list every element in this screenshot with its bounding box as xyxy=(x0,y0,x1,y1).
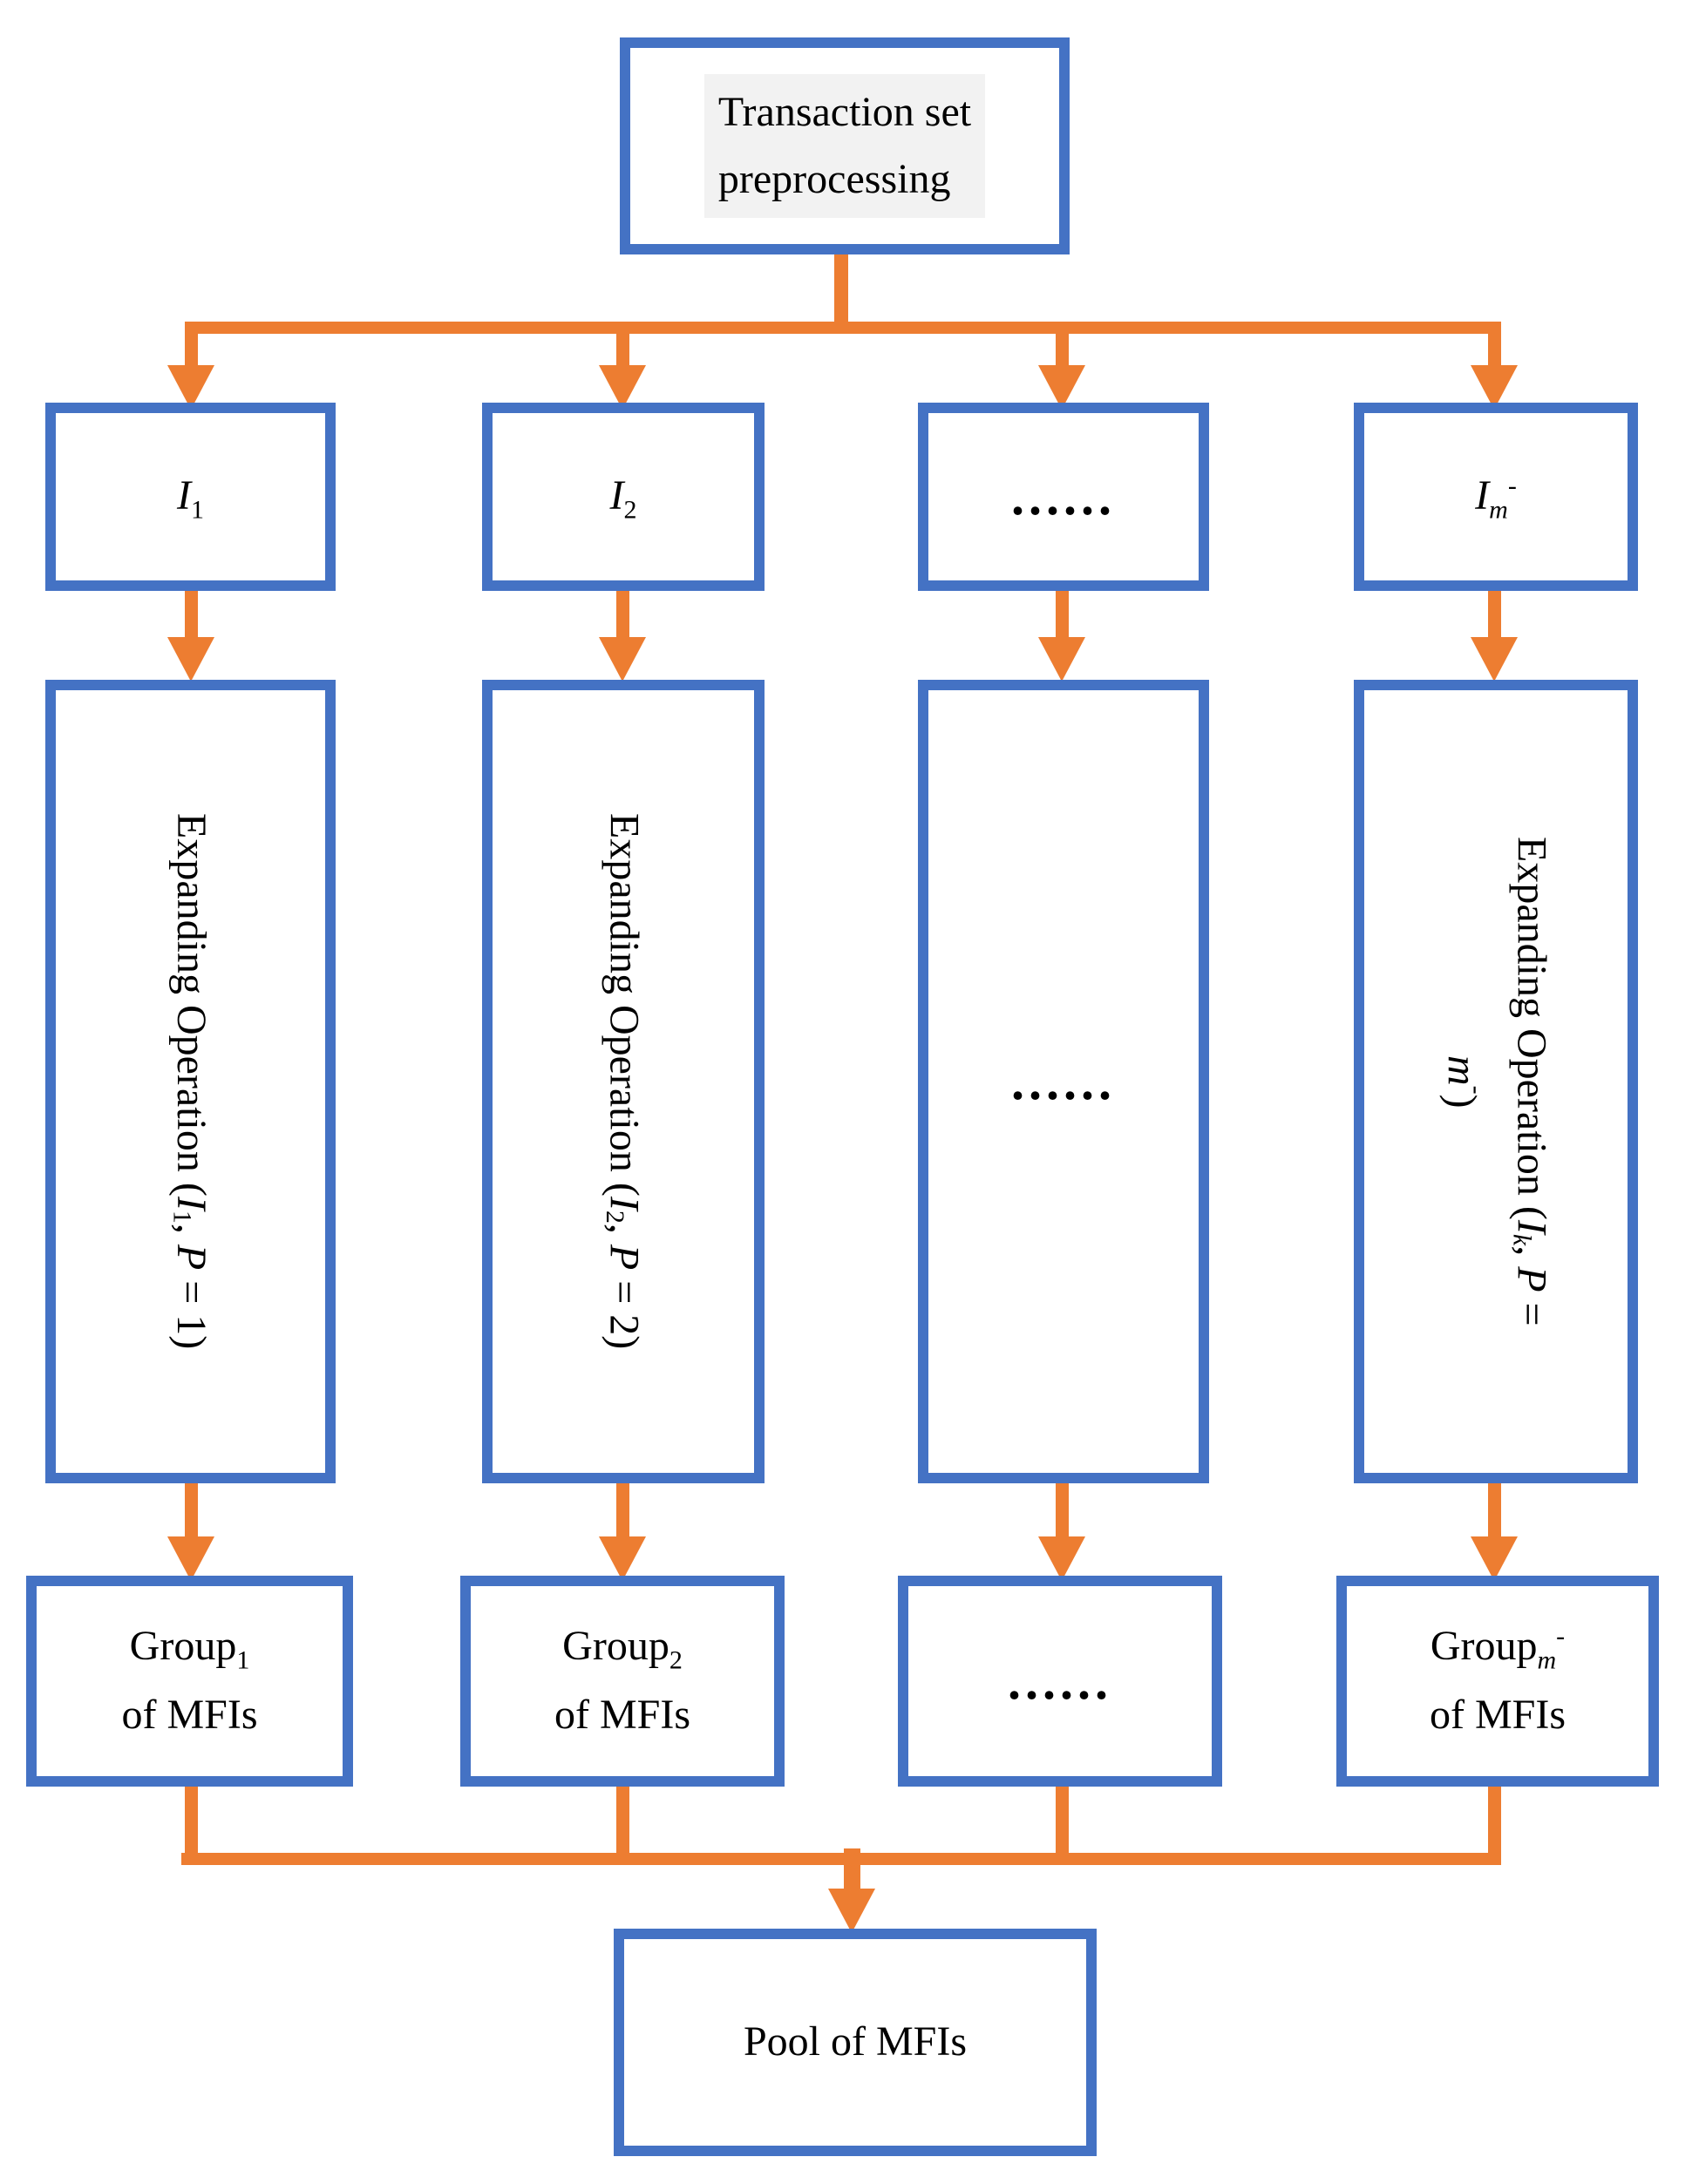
node-op-ellipsis: ...... xyxy=(918,680,1209,1483)
arrowhead-into-input4 xyxy=(1471,365,1518,410)
arrowhead-into-op3 xyxy=(1038,637,1085,682)
arrowhead-into-group3 xyxy=(1038,1536,1085,1581)
node-op-expanding-1-label: Expanding Operation (I1, P = 1) xyxy=(167,813,214,1350)
connector-input3-op3 xyxy=(1056,589,1069,640)
node-pool-of-mfis-label: Pool of MFIs xyxy=(743,2018,968,2065)
connector-input2-op2 xyxy=(616,589,629,640)
node-input-im-label: Im- xyxy=(1475,471,1517,525)
arrowhead-into-input1 xyxy=(167,365,214,410)
connector-group4-bar xyxy=(1488,1785,1501,1855)
node-pool-of-mfis: Pool of MFIs xyxy=(614,1929,1097,2156)
connector-top-stub xyxy=(834,254,848,334)
connector-op1-group1 xyxy=(185,1482,198,1538)
arrowhead-into-op1 xyxy=(167,637,214,682)
connector-op3-group3 xyxy=(1056,1482,1069,1538)
node-group-ellipsis-label: ...... xyxy=(1008,1652,1112,1710)
node-group-ellipsis: ...... xyxy=(898,1576,1222,1787)
node-op-expanding-1: Expanding Operation (I1, P = 1) xyxy=(45,680,336,1483)
connector-group2-bar xyxy=(616,1785,629,1855)
connector-op4-group4 xyxy=(1488,1482,1501,1538)
arrowhead-into-group4 xyxy=(1471,1536,1518,1581)
node-input-i1: I1 xyxy=(45,403,336,591)
node-op-ellipsis-label: ...... xyxy=(1011,1053,1116,1110)
node-op-expanding-2-label: Expanding Operation (I2, P = 2) xyxy=(600,813,648,1350)
arrowhead-into-op2 xyxy=(599,637,646,682)
arrowhead-into-input3 xyxy=(1038,365,1085,410)
connector-bar-pool-stub xyxy=(844,1848,860,1890)
node-input-i2-label: I2 xyxy=(609,471,637,525)
node-op-expanding-2: Expanding Operation (I2, P = 2) xyxy=(482,680,765,1483)
node-op-expanding-m: Expanding Operation (Ik, P =m-) xyxy=(1354,680,1638,1483)
connector-input4-op4 xyxy=(1488,589,1501,640)
connector-drop-col2 xyxy=(616,327,629,367)
node-input-im: Im- xyxy=(1354,403,1638,591)
connector-merge-bar xyxy=(181,1853,1501,1865)
connector-drop-col4 xyxy=(1488,327,1501,367)
node-input-ellipsis: ...... xyxy=(918,403,1209,591)
arrowhead-into-group1 xyxy=(167,1536,214,1581)
arrowhead-into-op4 xyxy=(1471,637,1518,682)
connector-top-bar xyxy=(185,322,1501,334)
node-input-ellipsis-label: ...... xyxy=(1011,468,1116,526)
arrowhead-into-input2 xyxy=(599,365,646,410)
node-op-expanding-m-label: Expanding Operation (Ik, P =m-) xyxy=(1438,837,1555,1326)
connector-drop-col3 xyxy=(1056,327,1069,367)
node-input-i2: I2 xyxy=(482,403,765,591)
connector-input1-op1 xyxy=(185,589,198,640)
connector-group1-bar xyxy=(185,1785,198,1855)
node-group-m: Groupm-of MFIs xyxy=(1336,1576,1659,1787)
connector-group3-bar xyxy=(1056,1785,1069,1855)
node-input-i1-label: I1 xyxy=(177,471,204,525)
arrowhead-into-group2 xyxy=(599,1536,646,1581)
connector-op2-group2 xyxy=(616,1482,629,1538)
node-group-m-label: Groupm-of MFIs xyxy=(1429,1622,1566,1738)
arrowhead-into-pool xyxy=(828,1889,875,1933)
connector-drop-col1 xyxy=(185,327,198,367)
